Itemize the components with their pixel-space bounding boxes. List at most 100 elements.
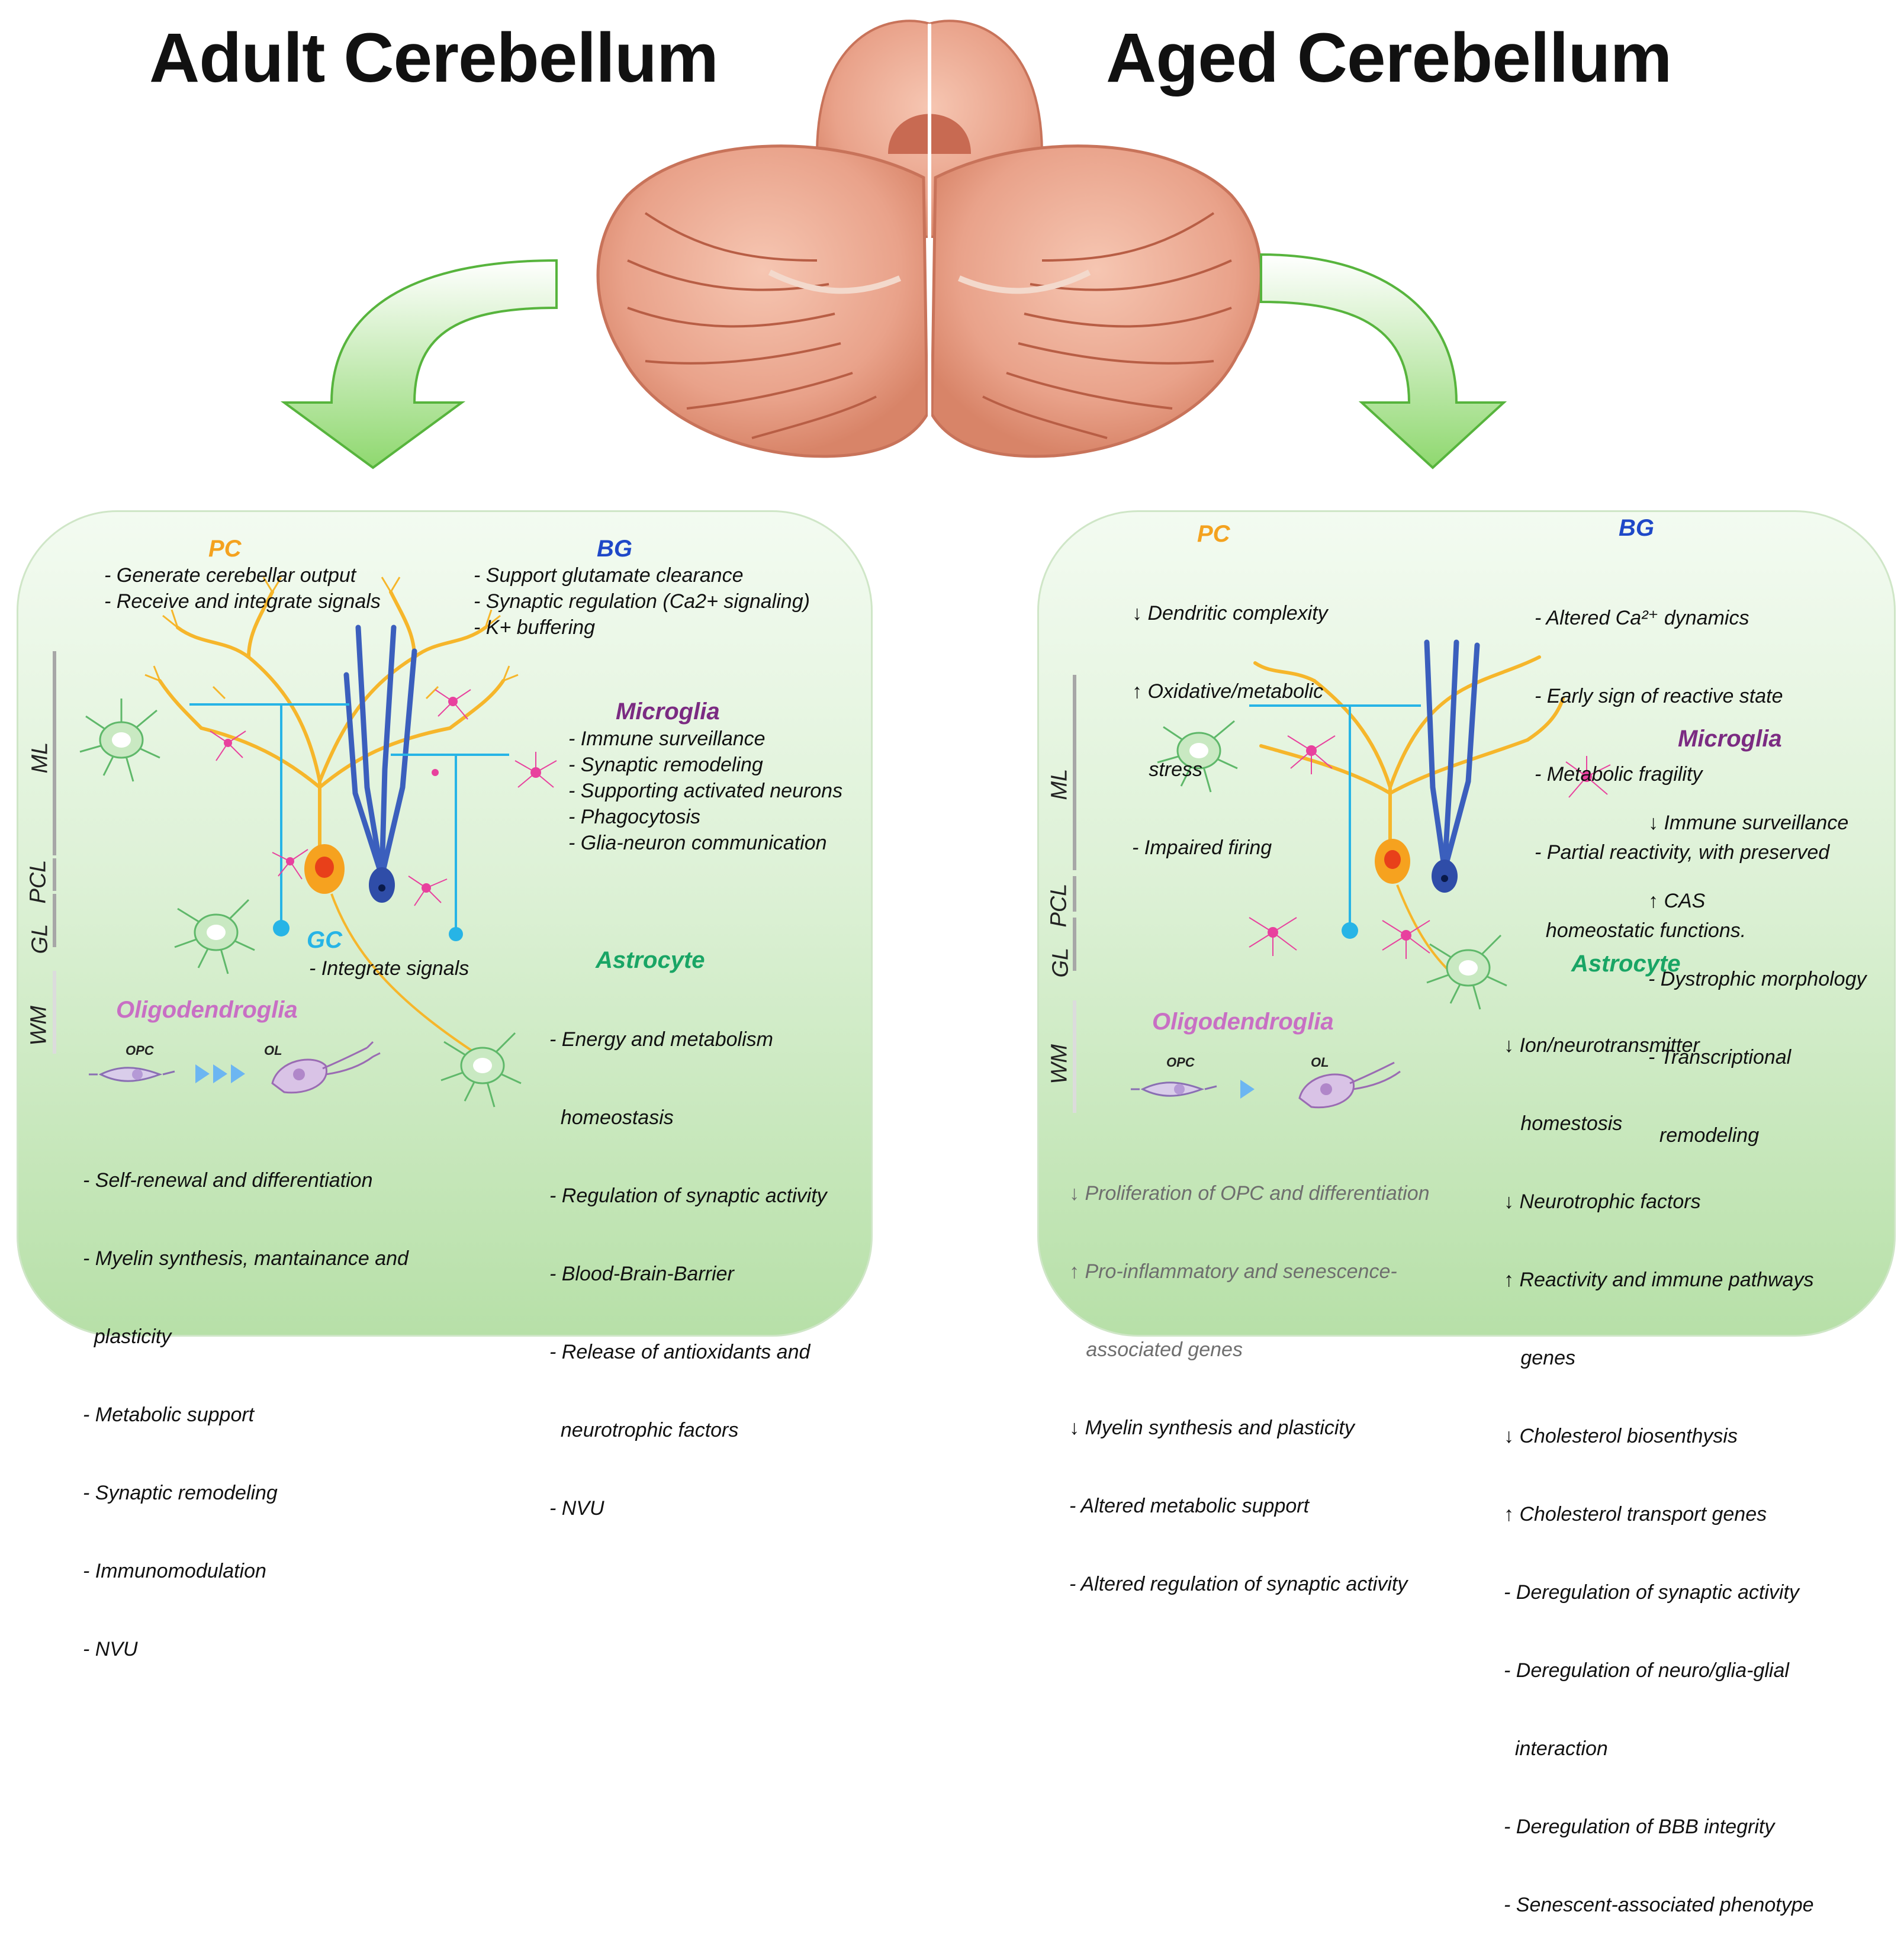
list-item: - Altered Ca²⁺ dynamics bbox=[1535, 607, 1749, 629]
list-item: ↑ CAS bbox=[1648, 890, 1706, 912]
list-item: ↑ Cholesterol transport genes bbox=[1504, 1503, 1767, 1525]
aged-pc-heading: PC bbox=[1197, 521, 1230, 547]
list-item: homeostasis bbox=[549, 1106, 674, 1129]
list-item: ↑ Pro-inflammatory and senescence- bbox=[1069, 1260, 1397, 1283]
aged-pcl-bar bbox=[1073, 876, 1076, 912]
list-item: homeostatic functions. bbox=[1535, 919, 1747, 942]
list-item: - Synaptic remodeling bbox=[83, 1482, 278, 1504]
list-item: - Deregulation of synaptic activity bbox=[1504, 1581, 1799, 1604]
aged-panel bbox=[1037, 510, 1896, 1337]
aged-ol-label: OL bbox=[1311, 1055, 1329, 1070]
list-item: - Early sign of reactive state bbox=[1535, 685, 1783, 707]
list-item: - Support glutamate clearance bbox=[474, 564, 744, 587]
adult-astrocyte-heading: Astrocyte bbox=[596, 947, 705, 973]
list-item: - Partial reactivity, with preserved bbox=[1535, 841, 1830, 864]
adult-wm-bar bbox=[53, 971, 56, 1054]
list-item: - NVU bbox=[83, 1638, 138, 1660]
adult-bg-heading: BG bbox=[597, 536, 632, 562]
list-item: neurotrophic factors bbox=[549, 1419, 739, 1441]
aged-layer-ml: ML bbox=[1047, 768, 1072, 800]
list-item: - K+ buffering bbox=[474, 616, 596, 639]
list-item: stress bbox=[1132, 758, 1203, 781]
list-item: genes bbox=[1504, 1347, 1575, 1369]
list-item: - Regulation of synaptic activity bbox=[549, 1185, 827, 1207]
adult-oligodendroglia-heading: Oligodendroglia bbox=[116, 997, 298, 1023]
aged-ml-bar bbox=[1073, 675, 1076, 870]
list-item: ↓ Proliferation of OPC and differentiati… bbox=[1069, 1182, 1430, 1205]
aged-microglia-list: ↓ Immune surveillance ↑ CAS - Dystrophic… bbox=[1648, 758, 1866, 1174]
list-item: - Transcriptional bbox=[1648, 1046, 1792, 1068]
list-item: - Phagocytosis bbox=[568, 806, 700, 828]
list-item: - Immune surveillance bbox=[568, 728, 766, 750]
list-item: - Metabolic fragility bbox=[1535, 763, 1703, 786]
aged-microglia-heading: Microglia bbox=[1678, 726, 1782, 752]
adult-gc-list: - Integrate signals bbox=[309, 955, 469, 981]
arrow-to-adult bbox=[280, 259, 558, 469]
aged-astrocyte-list: ↓ Ion/neurotransmitter homestosis ↓ Neur… bbox=[1504, 980, 1814, 1944]
aged-oligodendroglia-heading: Oligodendroglia bbox=[1152, 1009, 1334, 1035]
title-adult: Adult Cerebellum bbox=[149, 19, 719, 97]
list-item: remodeling bbox=[1648, 1124, 1760, 1147]
aged-layer-gl: GL bbox=[1048, 947, 1073, 978]
list-item: homestosis bbox=[1504, 1112, 1623, 1135]
adult-panel bbox=[17, 510, 873, 1337]
list-item: - Blood-Brain-Barrier bbox=[549, 1263, 734, 1285]
list-item: - Altered regulation of synaptic activit… bbox=[1069, 1573, 1408, 1595]
adult-pcl-bar bbox=[53, 858, 56, 891]
list-item: - Glia-neuron communication bbox=[568, 832, 827, 854]
adult-microglia-list: - Immune surveillance - Synaptic remodel… bbox=[568, 726, 842, 856]
list-item: associated genes bbox=[1069, 1338, 1243, 1361]
list-item: ↓ Immune surveillance bbox=[1648, 812, 1849, 834]
aged-layer-pcl: PCL bbox=[1046, 883, 1072, 928]
adult-bg-list: - Support glutamate clearance - Synaptic… bbox=[474, 562, 810, 641]
aged-cell-illustration bbox=[1131, 639, 1611, 1109]
list-item: - Supporting activated neurons bbox=[568, 780, 843, 802]
list-item: - Deregulation of BBB integrity bbox=[1504, 1816, 1775, 1838]
aged-bg-list: - Altered Ca²⁺ dynamics - Early sign of … bbox=[1535, 553, 1829, 970]
list-item: ↓ Myelin synthesis and plasticity bbox=[1069, 1417, 1355, 1439]
list-item: - Impaired firing bbox=[1132, 836, 1272, 859]
list-item: ↓ Ion/neurotransmitter bbox=[1504, 1034, 1700, 1057]
cerebellum-illustration bbox=[280, 20, 1507, 469]
list-item: - Self-renewal and differentiation bbox=[83, 1169, 373, 1192]
list-item: - Integrate signals bbox=[309, 957, 469, 980]
title-aged: Aged Cerebellum bbox=[1106, 19, 1672, 97]
adult-ol-label: OL bbox=[264, 1043, 282, 1058]
list-item: - Generate cerebellar output bbox=[104, 564, 356, 587]
aged-oligodendroglia-list: ↓ Proliferation of OPC and differentiati… bbox=[1069, 1128, 1430, 1623]
list-item: - Myelin synthesis, mantainance and bbox=[83, 1247, 409, 1270]
adult-cell-illustration bbox=[79, 577, 557, 1108]
list-item: - NVU bbox=[549, 1497, 604, 1520]
aged-layer-wm: WM bbox=[1047, 1044, 1072, 1084]
list-item: - Synaptic remodeling bbox=[568, 754, 763, 776]
list-item: - Receive and integrate signals bbox=[104, 590, 381, 613]
adult-pc-list: - Generate cerebellar output - Receive a… bbox=[104, 562, 381, 614]
adult-gc-heading: GC bbox=[307, 927, 342, 953]
aged-wm-bar bbox=[1073, 1000, 1076, 1113]
arrow-to-aged bbox=[1260, 253, 1507, 469]
list-item: ↑ Reactivity and immune pathways bbox=[1504, 1269, 1814, 1291]
list-item: ↑ Oxidative/metabolic bbox=[1132, 680, 1324, 703]
list-item: interaction bbox=[1504, 1737, 1608, 1760]
aged-opc-label: OPC bbox=[1166, 1055, 1195, 1070]
aged-pc-list: ↓ Dendritic complexity ↑ Oxidative/metab… bbox=[1132, 548, 1328, 887]
list-item: - Metabolic support bbox=[83, 1404, 255, 1426]
list-item: - Senescent-associated phenotype bbox=[1504, 1894, 1814, 1916]
adult-ml-bar bbox=[53, 651, 56, 855]
list-item: - Altered metabolic support bbox=[1069, 1495, 1310, 1517]
list-item: ↓ Neurotrophic factors bbox=[1504, 1190, 1701, 1213]
list-item: - Immunomodulation bbox=[83, 1560, 266, 1582]
list-item: - Energy and metabolism bbox=[549, 1028, 773, 1051]
list-item: ↓ Cholesterol biosenthysis bbox=[1504, 1425, 1738, 1447]
aged-gl-bar bbox=[1073, 918, 1076, 971]
list-item: - Synaptic regulation (Ca2+ signaling) bbox=[474, 590, 810, 613]
list-item: ↓ Dendritic complexity bbox=[1132, 602, 1328, 625]
list-item: - Release of antioxidants and bbox=[549, 1341, 811, 1363]
aged-astrocyte-heading: Astrocyte bbox=[1571, 951, 1681, 977]
adult-opc-label: OPC bbox=[126, 1043, 154, 1058]
adult-pc-heading: PC bbox=[208, 536, 242, 562]
adult-microglia-heading: Microglia bbox=[616, 699, 720, 725]
list-item: - Deregulation of neuro/glia-glial bbox=[1504, 1659, 1789, 1682]
aged-bg-heading: BG bbox=[1619, 515, 1654, 541]
adult-gl-bar bbox=[53, 894, 56, 947]
